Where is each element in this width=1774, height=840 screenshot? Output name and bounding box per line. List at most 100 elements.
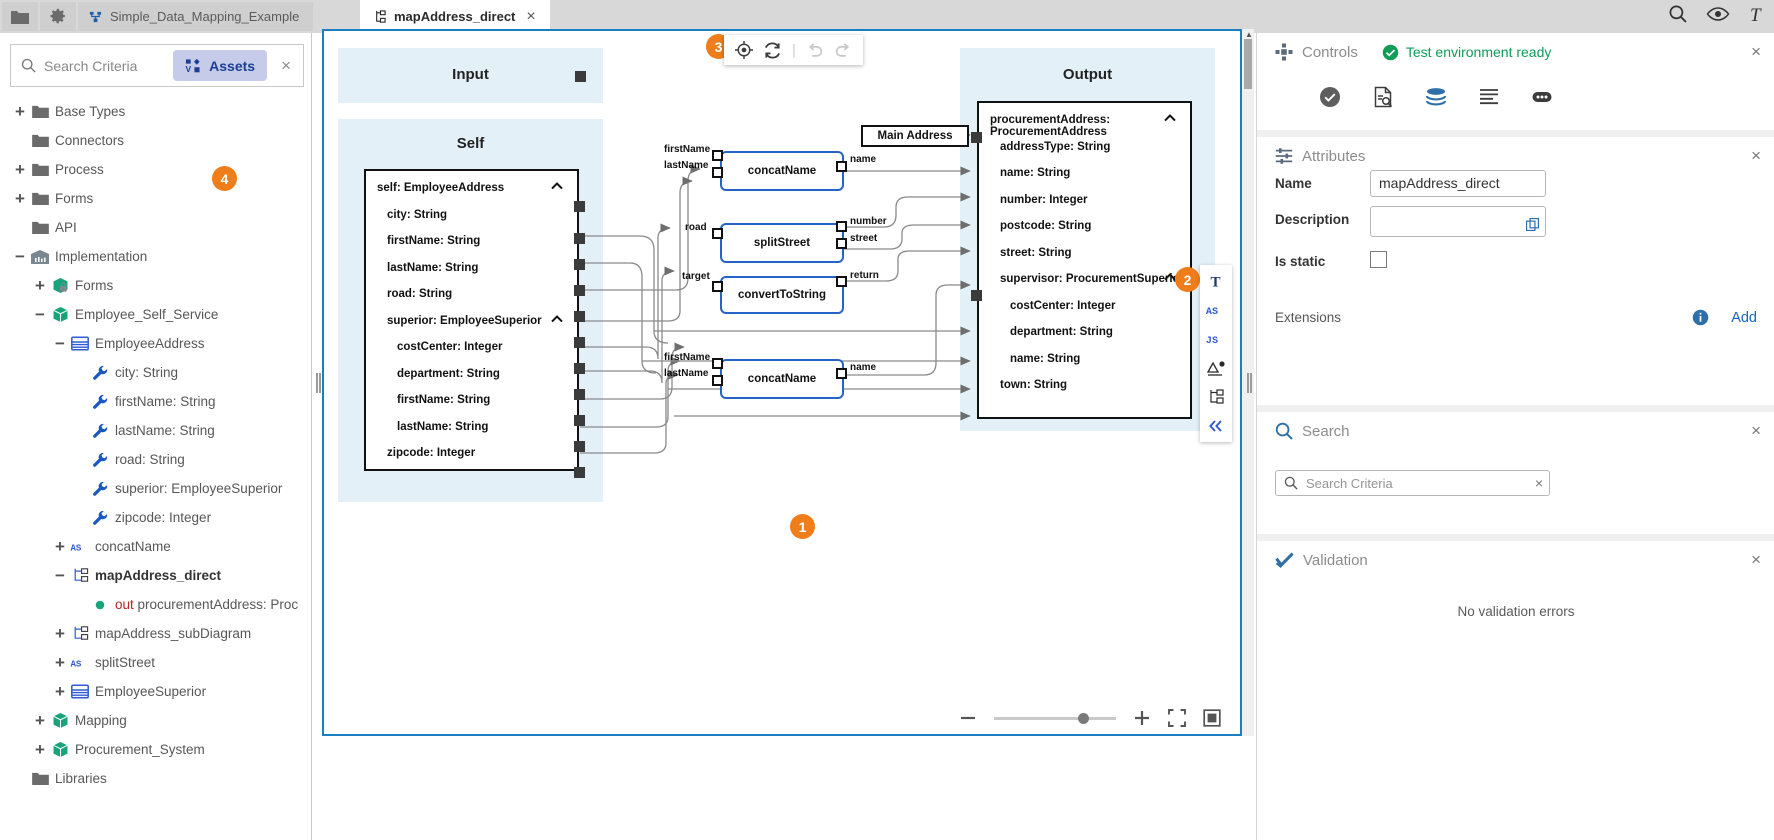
tree-item-lastname-string[interactable]: lastName: String — [0, 416, 311, 445]
fit-screen-icon[interactable] — [1168, 709, 1186, 727]
object-field-row[interactable]: name: String — [979, 353, 1190, 365]
tree-item-city-string[interactable]: city: String — [0, 358, 311, 387]
output-field-port[interactable] — [971, 290, 982, 301]
tree-item-implementation[interactable]: −Implementation — [0, 242, 311, 271]
tree-item-employee-self-service[interactable]: −Employee_Self_Service — [0, 300, 311, 329]
object-field-row[interactable]: procurementAddress: ProcurementAddress — [979, 114, 1190, 138]
node-input-port[interactable] — [712, 281, 723, 292]
name-field[interactable]: mapAddress_direct — [1370, 170, 1546, 197]
constant-node-main-address[interactable]: Main Address — [861, 125, 969, 147]
self-field-port[interactable] — [574, 415, 585, 426]
tree-item-mapaddress-direct[interactable]: −mapAddress_direct — [0, 561, 311, 590]
clear-search-icon[interactable]: × — [1534, 475, 1543, 491]
expand-icon[interactable]: + — [35, 711, 45, 730]
port[interactable] — [575, 71, 586, 82]
scrollbar-thumb[interactable] — [1244, 39, 1252, 89]
object-field-row[interactable]: number: Integer — [979, 194, 1190, 206]
tree-item-connectors[interactable]: Connectors — [0, 126, 311, 155]
node-output-port[interactable] — [836, 276, 847, 287]
tree-item-firstname-string[interactable]: firstName: String — [0, 387, 311, 416]
object-field-row[interactable]: name: String — [979, 167, 1190, 179]
zoom-in-button[interactable] — [1133, 709, 1151, 727]
reset-view-icon[interactable] — [1203, 709, 1221, 727]
expand-editor-icon[interactable] — [1526, 218, 1539, 231]
tree-item-libraries[interactable]: Libraries — [0, 764, 311, 793]
tree-item-procurementaddress-proc[interactable]: out procurementAddress: Proc — [0, 590, 311, 619]
collapse-caret-icon[interactable] — [1164, 273, 1176, 281]
settings-button[interactable] — [40, 2, 76, 31]
object-field-row[interactable]: zipcode: Integer — [366, 447, 577, 459]
controls-close-icon[interactable]: × — [1751, 42, 1761, 61]
info-icon[interactable] — [1692, 309, 1709, 326]
inspect-icon[interactable] — [1372, 86, 1394, 108]
object-field-row[interactable]: supervisor: ProcurementSuperior — [979, 273, 1190, 285]
object-field-row[interactable]: city: String — [366, 209, 577, 221]
expand-icon[interactable]: + — [35, 276, 45, 295]
object-field-row[interactable]: costCenter: Integer — [366, 341, 577, 353]
node-input-port[interactable] — [712, 167, 723, 178]
diagram-canvas[interactable]: Input Self Output — [322, 29, 1242, 736]
left-panel-splitter[interactable] — [313, 370, 321, 396]
is-static-checkbox[interactable] — [1370, 251, 1387, 268]
self-field-port[interactable] — [574, 201, 585, 212]
node-output-port[interactable] — [836, 238, 847, 249]
self-field-port[interactable] — [574, 389, 585, 400]
object-field-row[interactable]: costCenter: Integer — [979, 300, 1190, 312]
output-object-box[interactable]: procurementAddress: ProcurementAddress ad… — [977, 101, 1192, 419]
self-field-port[interactable] — [574, 363, 585, 374]
log-icon[interactable] — [1478, 86, 1500, 108]
tree-item-mapaddress-subdiagram[interactable]: +mapAddress_subDiagram — [0, 619, 311, 648]
expand-icon[interactable]: + — [55, 653, 65, 672]
collapse-icon[interactable] — [1204, 416, 1228, 436]
node-input-port[interactable] — [712, 228, 723, 239]
tree-item-mapping[interactable]: +Mapping — [0, 706, 311, 735]
object-field-row[interactable]: street: String — [979, 247, 1190, 259]
expand-icon[interactable]: + — [15, 102, 25, 121]
zoom-slider-handle[interactable] — [1078, 712, 1089, 724]
node-input-port[interactable] — [712, 358, 723, 369]
tab-mapaddress-direct[interactable]: mapAddress_direct × — [360, 0, 550, 33]
self-field-port[interactable] — [574, 285, 585, 296]
diagram-tool-icon[interactable] — [1204, 387, 1228, 407]
tree-item-employeesuperior[interactable]: +EmployeeSuperior — [0, 677, 311, 706]
assets-filter-button[interactable]: V Assets — [173, 50, 268, 81]
node-output-port[interactable] — [836, 368, 847, 379]
object-field-row[interactable]: lastName: String — [366, 421, 577, 433]
description-field[interactable] — [1370, 206, 1546, 237]
self-field-port[interactable] — [574, 441, 585, 452]
search-close-icon[interactable]: × — [1751, 421, 1761, 440]
object-field-row[interactable]: firstName: String — [366, 394, 577, 406]
close-icon[interactable]: × — [526, 7, 536, 25]
validate-icon[interactable] — [1319, 86, 1341, 108]
stack-icon[interactable] — [1425, 86, 1447, 108]
focus-icon[interactable] — [735, 41, 753, 59]
collapse-icon[interactable]: − — [55, 566, 65, 585]
attributes-close-icon[interactable]: × — [1751, 146, 1761, 165]
more-icon[interactable] — [1531, 86, 1553, 108]
collapse-caret-icon[interactable] — [551, 314, 563, 323]
node-output-port[interactable] — [836, 221, 847, 232]
collapse-icon[interactable]: − — [55, 334, 65, 353]
project-tab[interactable]: Simple_Data_Mapping_Example — [78, 2, 314, 31]
text-tool-icon[interactable]: T — [1204, 271, 1228, 291]
self-field-port[interactable] — [574, 311, 585, 322]
refresh-icon[interactable] — [763, 41, 782, 60]
redo-icon[interactable] — [834, 42, 852, 59]
as-tool-icon[interactable]: AS — [1204, 300, 1228, 320]
object-field-row[interactable]: addressType: String — [979, 141, 1190, 153]
expand-icon[interactable]: + — [15, 160, 25, 179]
self-field-port[interactable] — [574, 233, 585, 244]
validation-close-icon[interactable]: × — [1751, 550, 1761, 569]
function-node-splitstreet[interactable]: splitStreet — [720, 223, 844, 263]
scroll-up-icon[interactable]: ▲ — [1245, 30, 1253, 39]
search-bar[interactable]: Search Criteria V Assets × — [10, 44, 304, 87]
add-extension-button[interactable]: Add — [1731, 309, 1757, 326]
clear-search-icon[interactable]: × — [281, 55, 291, 75]
tree-item-employeeaddress[interactable]: −EmployeeAddress — [0, 329, 311, 358]
expand-icon[interactable]: + — [35, 740, 45, 759]
self-field-port[interactable] — [574, 467, 585, 478]
